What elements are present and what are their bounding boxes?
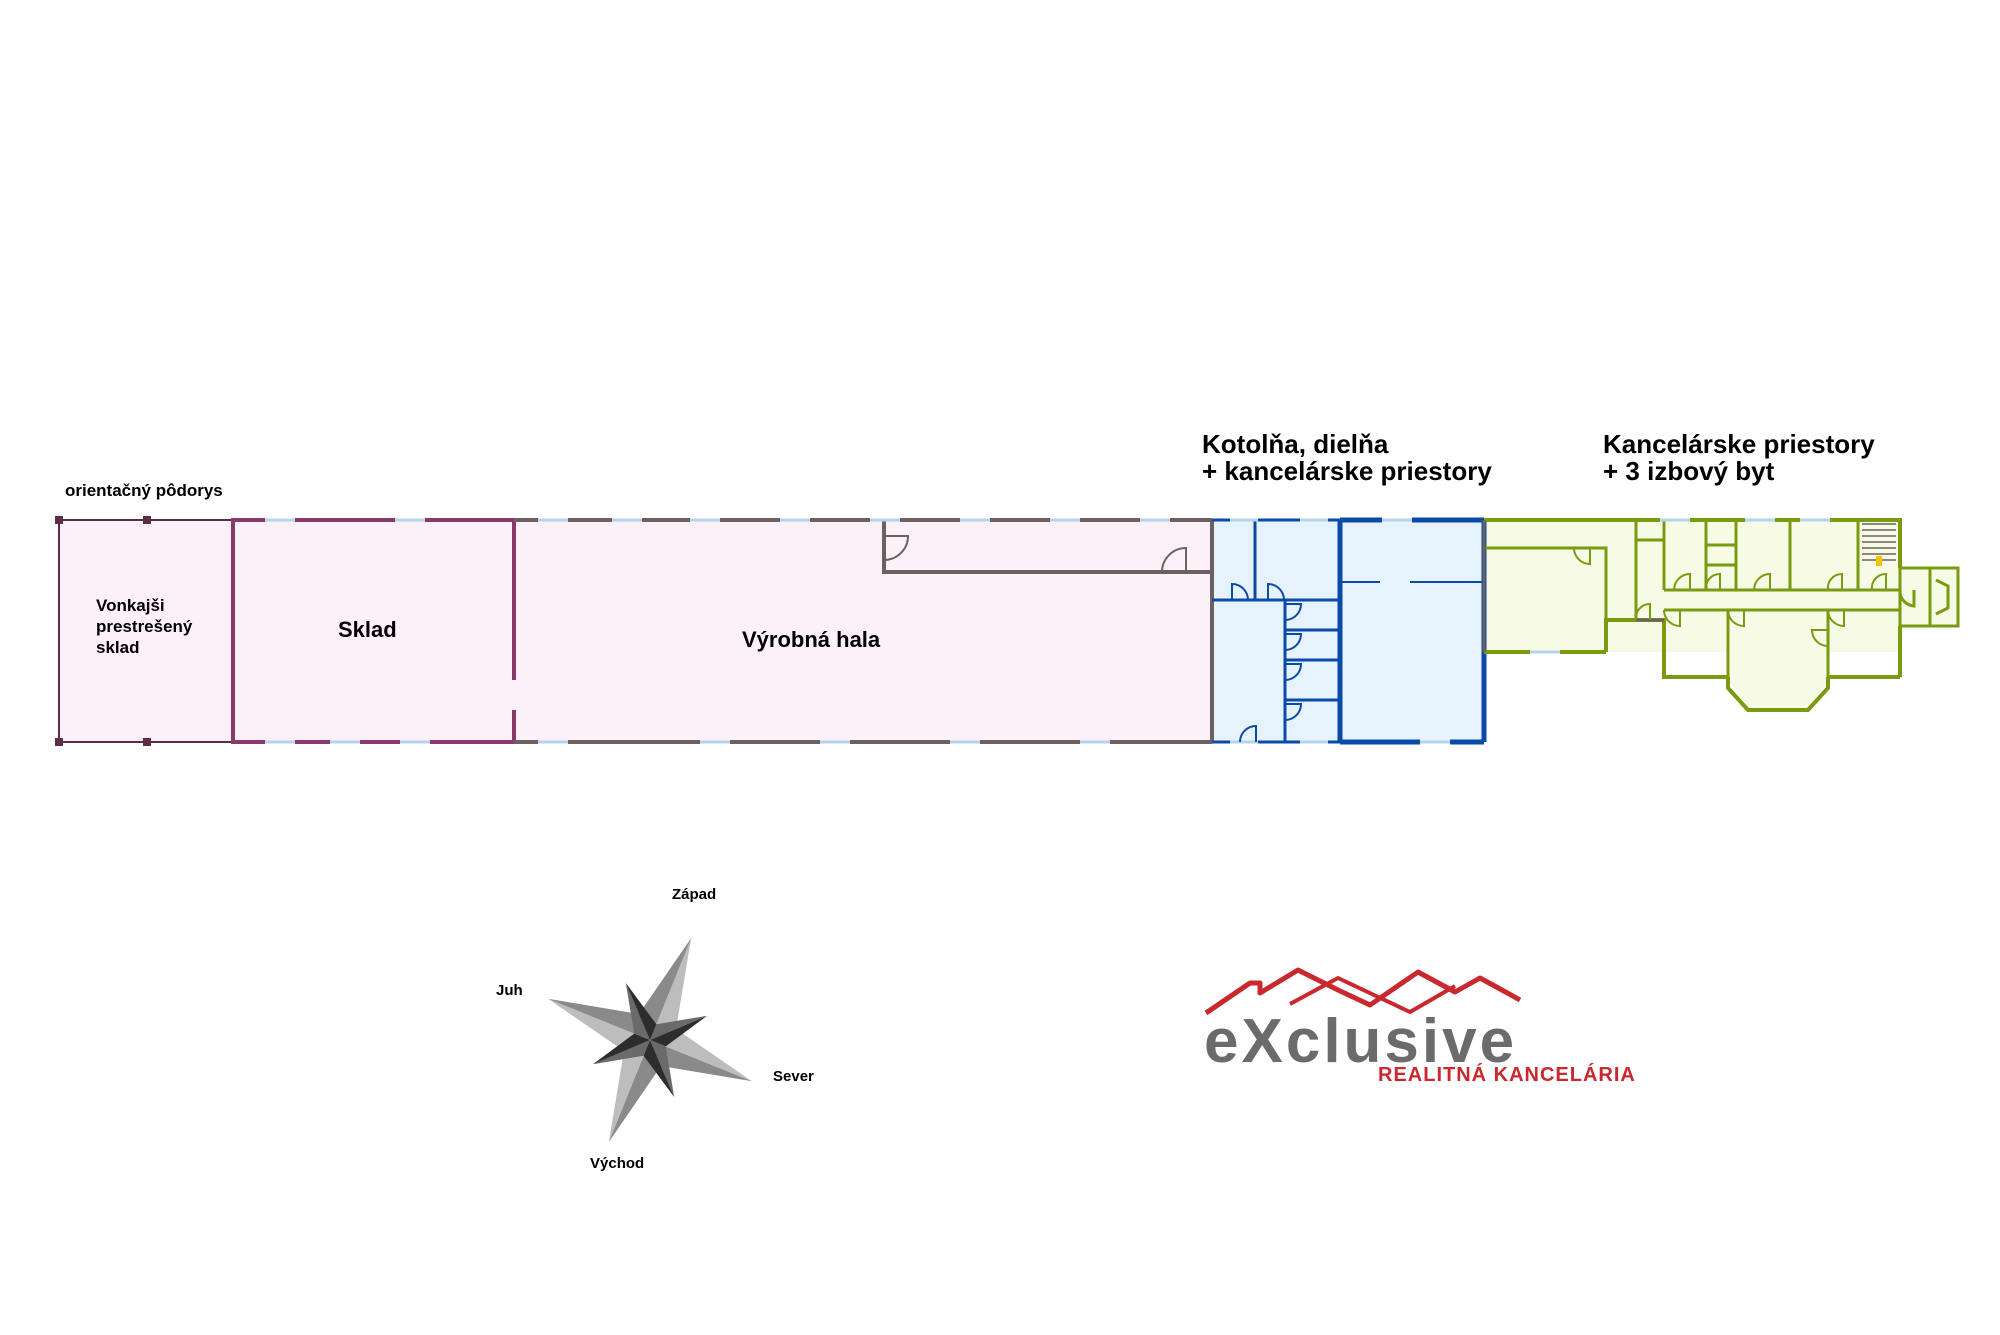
logo-tagline: REALITNÁ KANCELÁRIA: [1378, 1063, 1636, 1086]
compass-label-bottom: Východ: [590, 1155, 644, 1172]
bay-window-fill: [1728, 652, 1828, 710]
compass-label-left: Juh: [496, 982, 523, 999]
office-section-title-line2: + 3 izbový byt: [1603, 456, 1775, 486]
brand-logo: eXclusive REALITNÁ KANCELÁRIA: [1204, 967, 1636, 1086]
green-section-inner-walls: [1484, 520, 1900, 677]
green-section-windows: [1530, 518, 1830, 654]
warehouse-label: Sklad: [338, 617, 397, 642]
warehouse-windows: [265, 518, 430, 744]
logo-roof-icon: [1204, 967, 1522, 1016]
office-fill: [1484, 520, 1900, 652]
outdoor-storage-label-line1: Vonkajši: [96, 596, 165, 615]
blue-section-walls: [1212, 518, 1340, 744]
staircase-marker: [1876, 556, 1882, 566]
room-fills: [59, 520, 1958, 742]
outdoor-storage-fill: [59, 520, 233, 742]
warehouse-fill: [233, 520, 514, 742]
production-hall-windows: [538, 518, 1170, 744]
staircase: [1862, 523, 1896, 561]
compass-label-top: Západ: [672, 886, 716, 903]
plan-caption: orientačný pôdorys: [65, 481, 223, 500]
outdoor-storage-label-line3: sklad: [96, 638, 139, 657]
compass-label-right: Sever: [773, 1068, 814, 1085]
office-section-title-line1: Kancelárske priestory: [1603, 429, 1875, 459]
blue-section-doors: [1231, 582, 1303, 743]
logo-brand-text: eXclusive: [1204, 1007, 1517, 1076]
warehouse-walls: [231, 518, 516, 744]
production-hall-fill: [514, 520, 1212, 742]
logo-roof-inner-icon: [1289, 976, 1457, 1014]
production-hall-doors: [883, 535, 1187, 573]
boiler-section-title-line2: + kancelárske priestory: [1202, 456, 1492, 486]
boiler-section-title-line1: Kotolňa, dielňa: [1202, 429, 1389, 459]
compass-rose-icon: [548, 938, 752, 1142]
production-hall-walls: [514, 518, 1214, 744]
outdoor-storage-label-line2: prestrešený: [96, 617, 193, 636]
workshop-fill: [1340, 520, 1484, 742]
outdoor-storage-pillars: [55, 516, 151, 746]
production-hall-label: Výrobná hala: [742, 627, 881, 652]
entrance-porch: [1898, 566, 1960, 628]
blue-section-windows: [1230, 518, 1450, 744]
green-section-doors: [1573, 547, 1887, 647]
